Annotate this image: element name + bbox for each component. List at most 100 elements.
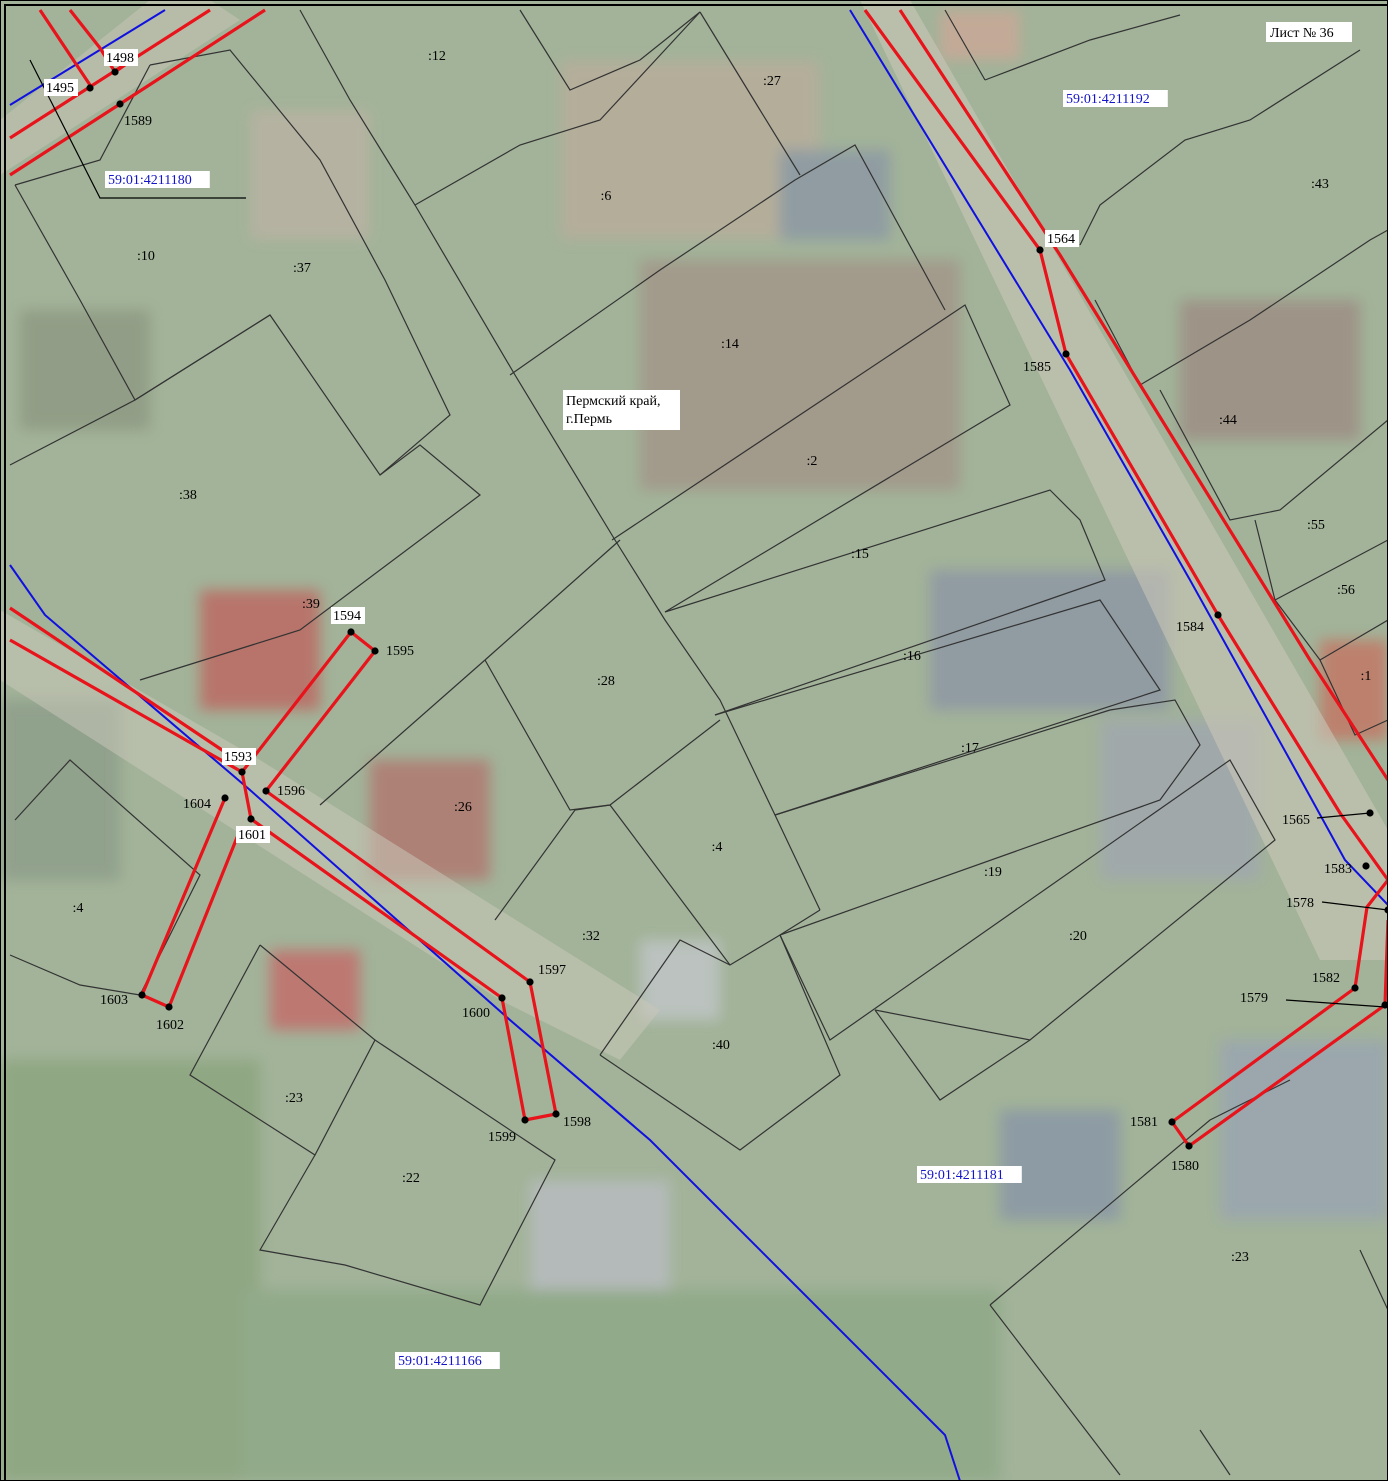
quarter-label: 59:01:4211180 <box>105 171 210 188</box>
parcel-number: :15 <box>851 547 869 562</box>
point-number: 1603 <box>100 993 128 1008</box>
quarter-number: 59:01:4211166 <box>398 1354 482 1369</box>
boundary-point: 1597 <box>526 963 566 986</box>
quarter-number: 59:01:4211181 <box>920 1168 1004 1183</box>
parcel-labels: :12:27:6:43:10:37:14:44:38:2:55:15:56:39… <box>73 49 1372 1265</box>
boundary-point: 1601 <box>236 815 270 843</box>
point-number: 1579 <box>1240 991 1268 1006</box>
boundary-point: 1594 <box>331 607 365 636</box>
point-marker <box>1351 984 1359 992</box>
boundary-point: 1589 <box>116 100 152 129</box>
boundary-point: 1584 <box>1176 611 1222 635</box>
quarter-label-bg <box>917 1166 1022 1183</box>
parcel-number: :19 <box>984 865 1002 880</box>
quarter-label: 59:01:4211166 <box>395 1352 500 1369</box>
parcel-number: :12 <box>428 49 446 64</box>
map-frame <box>4 4 1388 1481</box>
parcel-number: :22 <box>402 1171 420 1186</box>
parcel-number: :14 <box>721 337 739 352</box>
point-number: 1564 <box>1047 232 1075 247</box>
quarter-label-bg <box>1063 90 1168 107</box>
parcel-number: :4 <box>712 840 723 855</box>
boundary-point: 1593 <box>222 748 256 776</box>
boundary-point: 1582 <box>1312 971 1359 992</box>
parcel-number: :44 <box>1219 413 1237 428</box>
boundary-point: 1600 <box>462 994 506 1021</box>
point-number: 1599 <box>488 1130 516 1145</box>
parcel-number: :10 <box>137 249 155 264</box>
point-marker <box>521 1116 529 1124</box>
point-marker <box>165 1003 173 1011</box>
point-label-bg <box>236 826 270 843</box>
quarter-label: 59:01:4211181 <box>917 1166 1022 1183</box>
point-marker <box>138 991 146 999</box>
point-number: 1594 <box>333 609 361 624</box>
boundary-point: 1598 <box>552 1110 591 1130</box>
point-number: 1580 <box>1171 1159 1199 1174</box>
point-number: 1583 <box>1324 862 1352 877</box>
parcel-number: :38 <box>179 488 197 503</box>
boundary-point: 1596 <box>262 784 305 799</box>
point-number: 1593 <box>224 750 252 765</box>
boundary-point: 1579 <box>1240 991 1388 1009</box>
parcel-number: :40 <box>712 1038 730 1053</box>
point-marker <box>1214 611 1222 619</box>
point-number: 1601 <box>238 828 266 843</box>
parcel-number: :20 <box>1069 929 1087 944</box>
quarter-boundaries <box>9 9 1388 1481</box>
point-number: 1581 <box>1130 1115 1158 1130</box>
boundary-point: 1581 <box>1130 1115 1176 1130</box>
point-number: 1596 <box>277 784 305 799</box>
boundary-point: 1585 <box>1023 350 1070 375</box>
leader-lines <box>29 59 1388 1008</box>
region-line-1: Пермский край, <box>566 394 660 409</box>
point-marker <box>238 768 246 776</box>
point-number: 1604 <box>183 797 211 812</box>
quarter-labels: 59:01:4211180 59:01:4211192 59:01:4211181 5… <box>105 90 1168 1369</box>
point-number: 1495 <box>46 81 74 96</box>
point-marker <box>371 647 379 655</box>
parcel-number: :23 <box>285 1091 303 1106</box>
point-number: 1598 <box>563 1115 591 1130</box>
boundary-point: 1564 <box>1036 230 1079 254</box>
boundary-point: 1580 <box>1171 1142 1199 1174</box>
sheet-label: Лист № 36 <box>1266 22 1352 42</box>
point-marker <box>86 84 94 92</box>
point-number: 1602 <box>156 1018 184 1033</box>
point-number: 1597 <box>538 963 566 978</box>
parcel-number: :23 <box>1231 1250 1249 1265</box>
boundary-point: 1565 <box>1282 809 1374 828</box>
parcel-number: :56 <box>1337 583 1355 598</box>
region-line-2: г.Пермь <box>566 412 612 427</box>
boundary-point: 1498 <box>104 49 138 76</box>
quarter-number: 59:01:4211180 <box>108 173 192 188</box>
point-number: 1589 <box>124 114 152 129</box>
point-label-bg <box>1045 230 1079 247</box>
parcel-boundaries <box>9 9 1388 1476</box>
parcel-number: :43 <box>1311 177 1329 192</box>
parcel-number: :4 <box>73 901 84 916</box>
point-label-bg <box>331 607 365 624</box>
quarter-number: 59:01:4211192 <box>1066 92 1150 107</box>
parcel-number: :26 <box>454 800 472 815</box>
point-number: 1584 <box>1176 620 1204 635</box>
boundary-point: 1595 <box>371 644 414 659</box>
point-marker <box>552 1110 560 1118</box>
point-marker <box>1366 809 1374 817</box>
point-marker <box>262 787 270 795</box>
parcel-number: :1 <box>1361 669 1372 684</box>
parcel-number: :55 <box>1307 518 1325 533</box>
boundary-point: 1599 <box>488 1116 529 1145</box>
point-number: 1585 <box>1023 360 1051 375</box>
point-marker <box>1362 862 1370 870</box>
point-label-bg <box>222 748 256 765</box>
point-number: 1498 <box>106 51 134 66</box>
point-label-bg <box>104 49 138 66</box>
point-number: 1600 <box>462 1006 490 1021</box>
parcel-number: :37 <box>293 261 311 276</box>
point-marker <box>1185 1142 1193 1150</box>
quarter-label: 59:01:4211192 <box>1063 90 1168 107</box>
point-number: 1582 <box>1312 971 1340 986</box>
